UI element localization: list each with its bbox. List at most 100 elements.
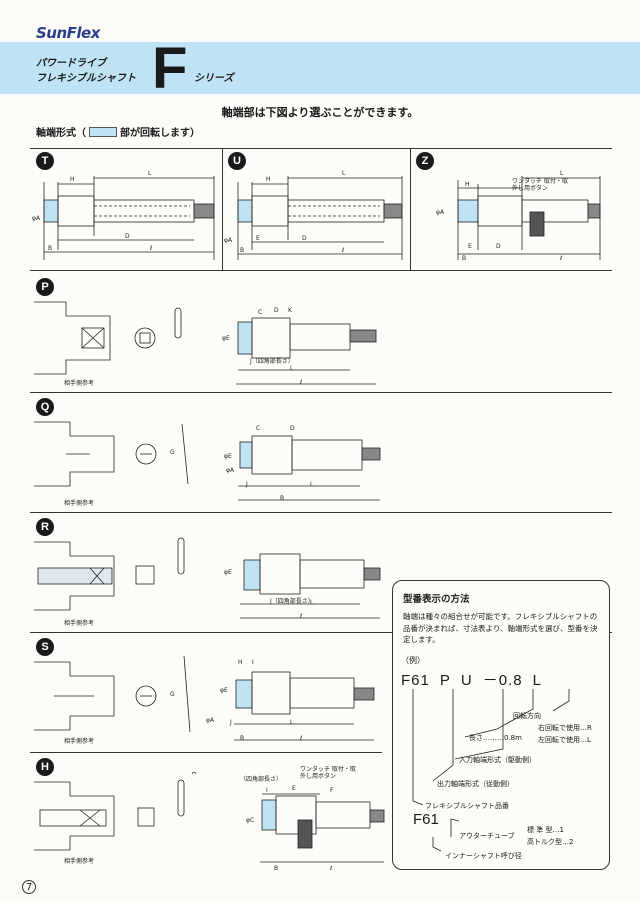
flex-label: フレキシブルシャフト品番 bbox=[425, 802, 509, 810]
svg-text:B: B bbox=[274, 865, 278, 872]
series-label: シリーズ bbox=[194, 73, 234, 84]
code-output: P bbox=[439, 672, 451, 689]
input-label: 入力軸端形式（駆動側） bbox=[459, 756, 536, 764]
svg-text:H: H bbox=[465, 181, 470, 188]
code-length: 0.8 bbox=[498, 672, 523, 689]
svg-text:L: L bbox=[310, 599, 314, 606]
h-button-note: ワンタッチ 取付・取外し用ボタン bbox=[300, 766, 356, 781]
svg-text:C: C bbox=[256, 425, 260, 432]
header-line1: パワードライブ bbox=[36, 58, 106, 69]
rotation-right: 右回転で使用…R bbox=[538, 724, 592, 732]
high-label: 高トルク型…2 bbox=[527, 838, 574, 846]
svg-text:K: K bbox=[288, 307, 293, 314]
svg-text:φE: φE bbox=[224, 453, 232, 460]
s-caption: 相手側参考 bbox=[64, 738, 95, 745]
svg-text:ℓ: ℓ bbox=[299, 735, 302, 742]
svg-text:J: J bbox=[245, 481, 248, 488]
sunflex-logo: SunFlex bbox=[36, 24, 100, 42]
svg-text:ℓ: ℓ bbox=[299, 379, 302, 386]
page-number: 7 bbox=[22, 880, 36, 894]
svg-text:B: B bbox=[240, 735, 244, 742]
h-square-note: （四角部長さ） bbox=[240, 776, 283, 783]
legend: 軸端形式（ 部が回転します） bbox=[36, 124, 200, 139]
code-f61: F61 bbox=[401, 672, 430, 689]
header-band: パワードライブ フレキシブルシャフト F シリーズ bbox=[0, 40, 640, 98]
divider bbox=[222, 148, 223, 270]
inner-label: インナーシャフト呼び径 bbox=[445, 852, 522, 860]
svg-text:φE: φE bbox=[220, 687, 228, 694]
svg-text:ℓ: ℓ bbox=[341, 247, 344, 254]
guide-title: 型番表示の方法 bbox=[403, 594, 470, 605]
divider bbox=[30, 148, 612, 149]
svg-text:I: I bbox=[252, 659, 254, 666]
rotation-label: 回転方向 bbox=[513, 712, 541, 720]
drawing-s: FGφEφAHICDBℓJL bbox=[34, 652, 375, 742]
code-rotation: L bbox=[532, 672, 542, 689]
intro-text: 軸端部は下図より選ぶことができます。 bbox=[221, 106, 419, 119]
svg-text:D: D bbox=[125, 233, 130, 240]
badge-u: U bbox=[228, 152, 246, 170]
badge-t: T bbox=[36, 152, 54, 170]
svg-text:B: B bbox=[48, 245, 52, 252]
svg-text:J: J bbox=[229, 719, 232, 726]
divider bbox=[30, 752, 382, 753]
length-label: 長さ………0.8m bbox=[469, 734, 522, 742]
svg-text:ℓ: ℓ bbox=[329, 865, 332, 872]
z-button-note: ワンタッチ 取付・取外し用ボタン bbox=[512, 178, 568, 193]
divider bbox=[30, 632, 612, 633]
divider bbox=[30, 270, 612, 271]
svg-text:E: E bbox=[256, 235, 260, 242]
svg-text:B: B bbox=[462, 255, 466, 262]
svg-text:B: B bbox=[240, 247, 244, 254]
svg-text:φA: φA bbox=[436, 209, 445, 216]
badge-s: S bbox=[36, 638, 54, 656]
code2: F61 bbox=[413, 811, 439, 828]
svg-text:H: H bbox=[70, 176, 75, 183]
p-caption: 相手側参考 bbox=[64, 380, 95, 387]
svg-text:ℓ: ℓ bbox=[149, 245, 152, 252]
svg-text:G: G bbox=[170, 449, 175, 456]
rotation-left: 左回転で使用…L bbox=[538, 736, 591, 744]
svg-text:φC: φC bbox=[246, 817, 254, 824]
example-label: （例） bbox=[401, 656, 425, 665]
header-line2: フレキシブルシャフト bbox=[36, 73, 136, 84]
part-number-guide: 型番表示の方法 軸端は種々の組合せが可能です。フレキシブルシャフトの品番が決まれ… bbox=[392, 580, 610, 870]
svg-text:I: I bbox=[266, 787, 268, 794]
svg-text:L: L bbox=[148, 170, 152, 177]
svg-text:F: F bbox=[330, 787, 334, 794]
svg-text:D: D bbox=[290, 425, 295, 432]
code-input: U bbox=[460, 672, 473, 689]
badge-z: Z bbox=[416, 152, 434, 170]
svg-text:F: F bbox=[176, 414, 180, 416]
legend-prefix: 軸端形式（ bbox=[36, 128, 86, 139]
p-square-note: J（四角部長さ） bbox=[250, 358, 294, 365]
outer-label: アウターチューブ bbox=[459, 832, 515, 840]
r-square-note: J（四角部長さ） bbox=[270, 598, 314, 605]
code-leader-lines bbox=[412, 689, 570, 852]
badge-r: R bbox=[36, 518, 54, 536]
svg-text:D: D bbox=[496, 243, 501, 250]
rotating-part-swatch bbox=[89, 126, 117, 137]
output-label: 出力軸端形式（従動側） bbox=[437, 780, 514, 788]
svg-text:F: F bbox=[200, 652, 204, 654]
divider bbox=[410, 148, 411, 270]
legend-suffix: 部が回転します） bbox=[120, 128, 200, 139]
svg-text:φA: φA bbox=[224, 237, 233, 244]
q-caption: 相手側参考 bbox=[64, 500, 95, 507]
drawing-r: AφECDℓL bbox=[34, 537, 381, 620]
svg-text:φA: φA bbox=[206, 717, 215, 724]
svg-text:ℓ: ℓ bbox=[299, 613, 302, 620]
svg-text:φE: φE bbox=[222, 335, 230, 342]
svg-text:D: D bbox=[274, 307, 279, 314]
svg-text:L: L bbox=[310, 481, 314, 488]
svg-text:D: D bbox=[302, 235, 307, 242]
badge-h: H bbox=[36, 758, 54, 776]
code-dash: － bbox=[482, 672, 499, 689]
series-letter: F bbox=[152, 36, 188, 101]
svg-text:H: H bbox=[266, 176, 271, 183]
